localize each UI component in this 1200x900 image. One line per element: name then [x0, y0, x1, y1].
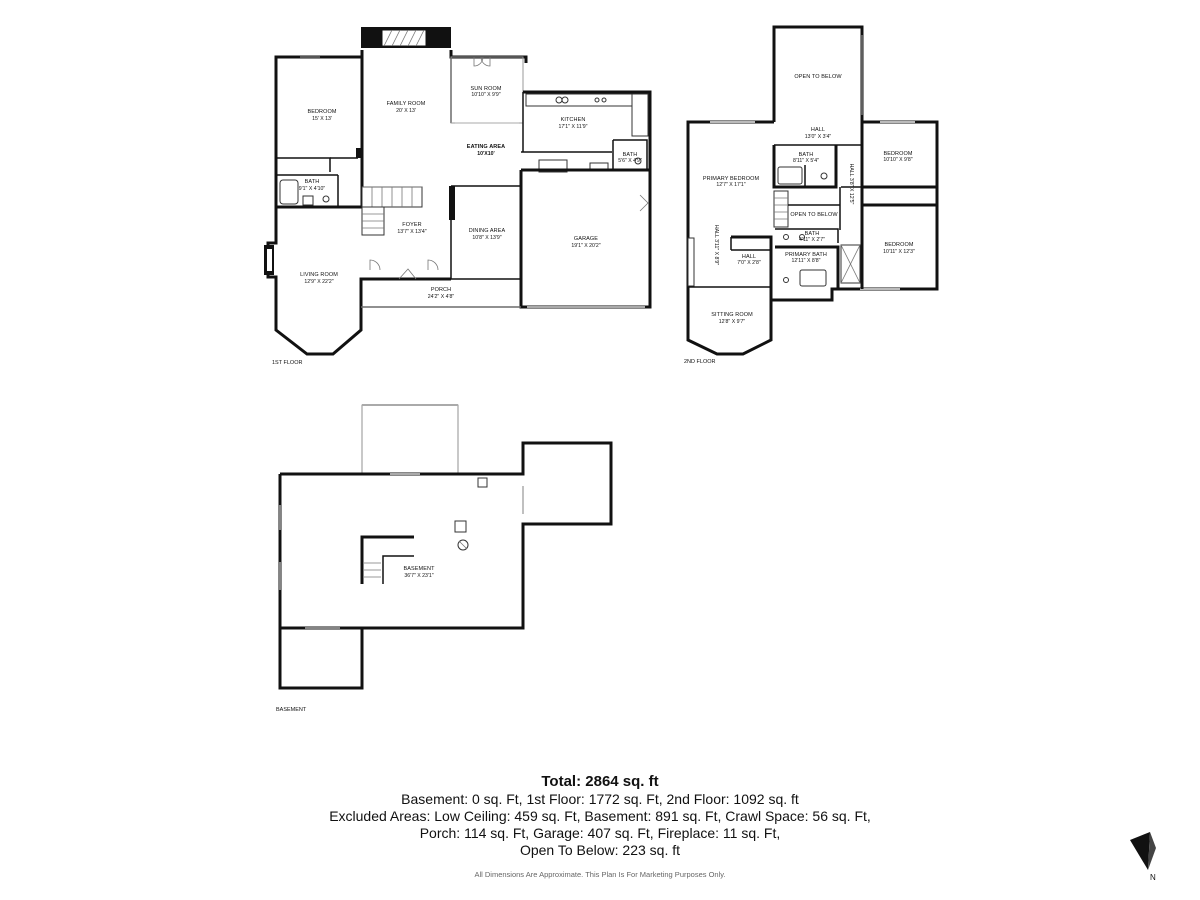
room-name-hall-top: HALL — [811, 127, 825, 133]
room-name-sitting-room: SITTING ROOM — [711, 312, 753, 318]
room-dims-dining-area: 10'8" X 13'9" — [472, 235, 501, 241]
room-dims-living-room: 12'9" X 22'2" — [304, 279, 333, 285]
second-floor-label: 2ND FLOOR — [684, 359, 716, 365]
room-dims-hall-vertical: 3'8" X 12'5" — [848, 178, 854, 205]
room-dims-bath-b: 5'6" X 4'9" — [618, 158, 642, 164]
room-name-garage: GARAGE — [574, 236, 598, 242]
room-dims-bath-upper: 8'11" X 5'4" — [793, 158, 819, 164]
first-floor-label: 1ST FLOOR — [272, 360, 302, 366]
room-name-basement: BASEMENT — [403, 566, 435, 572]
room-dims-bedroom-ne: 10'10" X 9'8" — [883, 157, 912, 163]
room-name-porch: PORCH — [431, 287, 451, 293]
room-dims-hall-side: 3'11" X 8'9" — [713, 239, 719, 265]
room-name-bedroom-ne: BEDROOM — [883, 151, 912, 157]
room-dims-primary-bath: 12'11" X 8'8" — [792, 258, 821, 264]
room-dims-primary-bedroom: 12'7" X 17'1" — [716, 182, 745, 188]
room-name-dining-area: DINING AREA — [469, 228, 506, 234]
room-name-open-to-below-mid: OPEN TO BELOW — [790, 212, 838, 218]
room-dims-bedroom: 15' X 13' — [312, 116, 332, 122]
room-label-hall-side: HALL 3'11" X 8'9" — [713, 225, 719, 265]
room-dims-family-room: 20' X 13' — [396, 108, 416, 114]
room-dims-sun-room: 10'10" X 9'9" — [471, 92, 500, 98]
room-name-hall-side: HALL — [713, 225, 719, 238]
room-name-foyer: FOYER — [402, 222, 421, 228]
summary-line-2: Excluded Areas: Low Ceiling: 459 sq. Ft,… — [329, 808, 871, 824]
room-dims-hall-small: 7'0" X 2'8" — [737, 260, 761, 266]
room-name-bedroom: BEDROOM — [307, 109, 336, 115]
room-dims-eating-area: 10'X10' — [477, 151, 494, 157]
room-name-eating-area: EATING AREA — [467, 144, 505, 150]
basement-label: BASEMENT — [276, 707, 307, 713]
disclaimer: All Dimensions Are Approximate. This Pla… — [474, 870, 726, 879]
room-dims-bedroom-se: 10'11" X 12'3" — [883, 249, 915, 255]
room-label-hall-vertical: HALL 3'8" X 12'5" — [848, 164, 854, 205]
room-dims-kitchen: 17'1" X 11'9" — [559, 124, 588, 130]
room-name-family-room: FAMILY ROOM — [387, 101, 426, 107]
room-name-kitchen: KITCHEN — [561, 117, 586, 123]
room-name-hall-vertical: HALL — [848, 164, 854, 177]
room-dims-hall-top: 13'0" X 3'4" — [805, 134, 832, 140]
basement-plan: BASEMENT 36'7" X 23'1" BASEMENT — [276, 404, 613, 713]
summary-line-1: Basement: 0 sq. Ft, 1st Floor: 1772 sq. … — [401, 791, 799, 807]
room-name-bath-small: BATH — [805, 231, 820, 237]
summary-line-4: Open To Below: 223 sq. ft — [519, 842, 681, 858]
summary-line-3: Porch: 114 sq. Ft, Garage: 407 sq. Ft, F… — [419, 825, 781, 841]
room-dims-garage: 19'1" X 20'2" — [571, 243, 600, 249]
area-summary: Total: 2864 sq. ft Basement: 0 sq. Ft, 1… — [0, 772, 1200, 859]
room-name-bath-a: BATH — [305, 179, 320, 185]
room-name-bath-upper: BATH — [799, 152, 814, 158]
total-area: Total: 2864 sq. ft — [541, 773, 659, 790]
first-floor-plan: 1ST FLOOR BEDROOM 15' X 13' FAMILY ROOM … — [264, 27, 652, 366]
room-dims-bath-a: 9'1" X 4'10" — [299, 186, 326, 192]
room-name-primary-bath: PRIMARY BATH — [785, 252, 827, 258]
room-name-living-room: LIVING ROOM — [300, 272, 338, 278]
room-dims-sitting-room: 12'8" X 9'7" — [719, 319, 746, 325]
room-dims-foyer: 13'7" X 13'4" — [397, 229, 426, 235]
room-name-sun-room: SUN ROOM — [470, 86, 501, 92]
room-dims-bath-small: 4'11" X 2'7" — [799, 237, 825, 243]
compass-label: N — [1150, 873, 1156, 882]
room-name-open-to-below-top: OPEN TO BELOW — [794, 74, 842, 80]
room-name-hall-small: HALL — [742, 254, 756, 260]
room-name-primary-bedroom: PRIMARY BEDROOM — [703, 176, 760, 182]
room-name-bath-b: BATH — [623, 152, 638, 158]
room-dims-porch: 24'2" X 4'8" — [428, 294, 455, 300]
north-arrow-icon — [1130, 832, 1156, 870]
room-dims-basement: 36'7" X 23'1" — [404, 573, 433, 579]
second-floor-plan: 2ND FLOOR OPEN TO BELOW HALL 13'0" X 3'4… — [684, 25, 939, 365]
room-name-bedroom-se: BEDROOM — [884, 242, 913, 248]
